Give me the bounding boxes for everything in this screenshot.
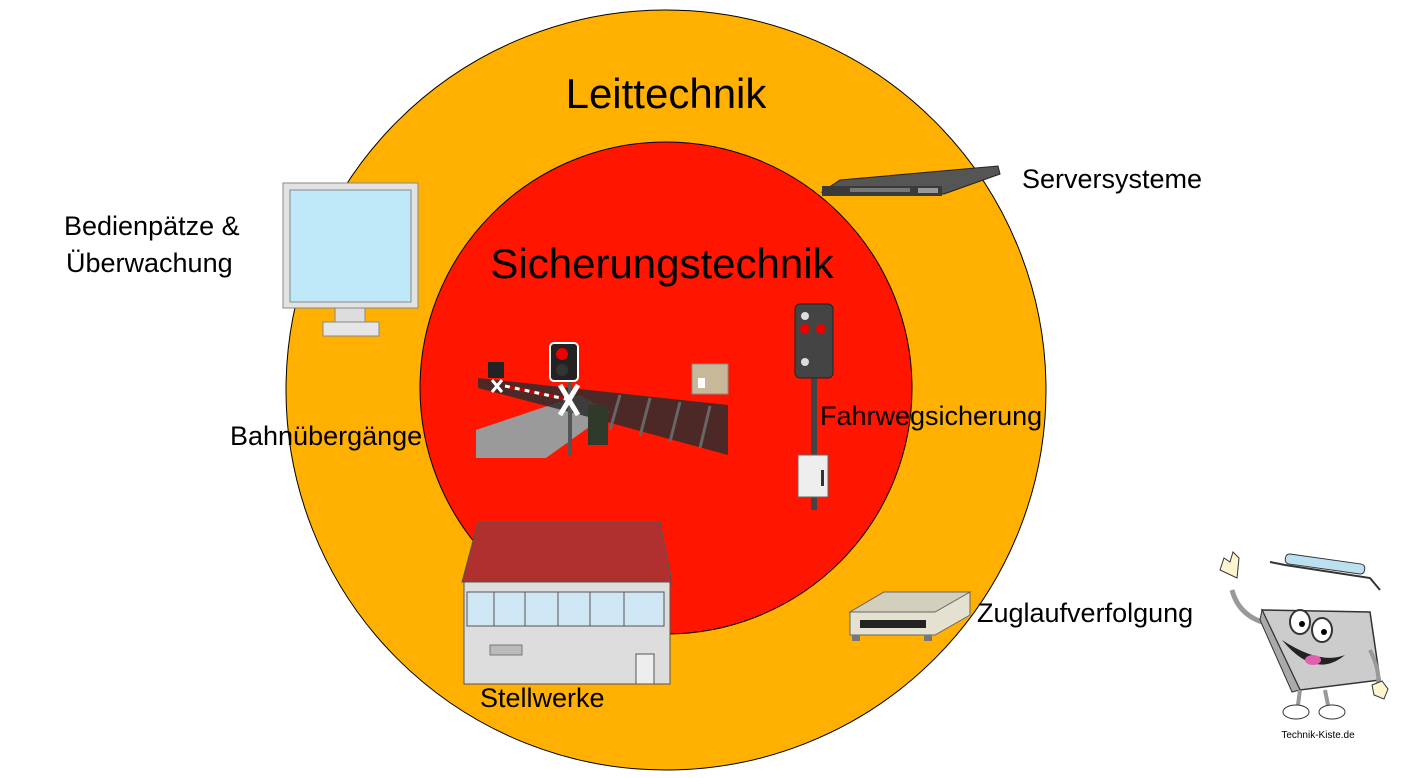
interlocking-building-icon <box>461 521 673 685</box>
monitor-icon <box>282 182 419 337</box>
train-tracking-device-icon <box>848 591 972 641</box>
label-bahnuebergaenge: Bahnübergänge <box>230 421 422 451</box>
label-fahrwegsicherung: Fahrwegsicherung <box>820 401 1042 431</box>
server-icon <box>820 165 1001 196</box>
mascot-caption: Technik-Kiste.de <box>1281 730 1355 741</box>
level-crossing-icon <box>476 342 729 458</box>
signal-icon <box>794 303 834 510</box>
leittechnik-title: Leittechnik <box>566 70 768 117</box>
label-zuglaufverfolgung: Zuglaufverfolgung <box>977 598 1193 628</box>
mascot-toolbox-icon <box>1219 551 1389 720</box>
label-stellwerke: Stellwerke <box>480 683 605 713</box>
label-bedienplaetze-2: Überwachung <box>66 248 233 278</box>
sicherungstechnik-title: Sicherungstechnik <box>490 240 834 287</box>
label-serversysteme: Serversysteme <box>1022 164 1202 194</box>
label-bedienplaetze-1: Bedienpätze & <box>64 211 240 241</box>
